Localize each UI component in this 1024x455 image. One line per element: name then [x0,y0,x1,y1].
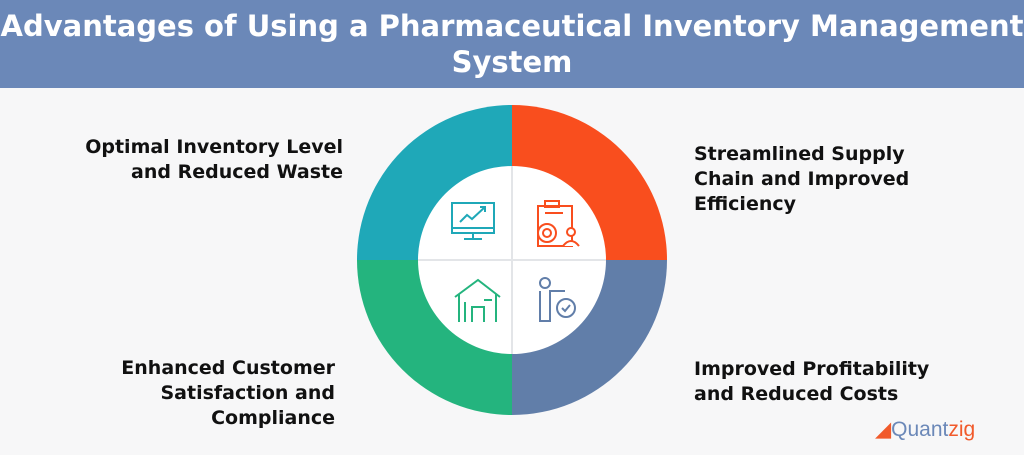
label-streamlined-supply-chain: Streamlined Supply Chain and Improved Ef… [694,143,910,215]
label-improved-profitability: Improved Profitability and Reduced Costs [694,358,930,405]
house-circuit-icon [454,278,501,322]
gear-clipboard-person-icon [537,200,580,247]
monitor-chart-icon [451,202,495,240]
quantzig-logo: ◢Quantzig [875,418,976,441]
label-optimal-inventory: Optimal Inventory Level and Reduced Wast… [85,136,343,183]
person-gear-check-icon [539,277,576,322]
page-title: Advantages of Using a Pharmaceutical Inv… [0,0,1024,88]
label-enhanced-customer-satisfaction: Enhanced Customer Satisfaction and Compl… [121,357,335,429]
